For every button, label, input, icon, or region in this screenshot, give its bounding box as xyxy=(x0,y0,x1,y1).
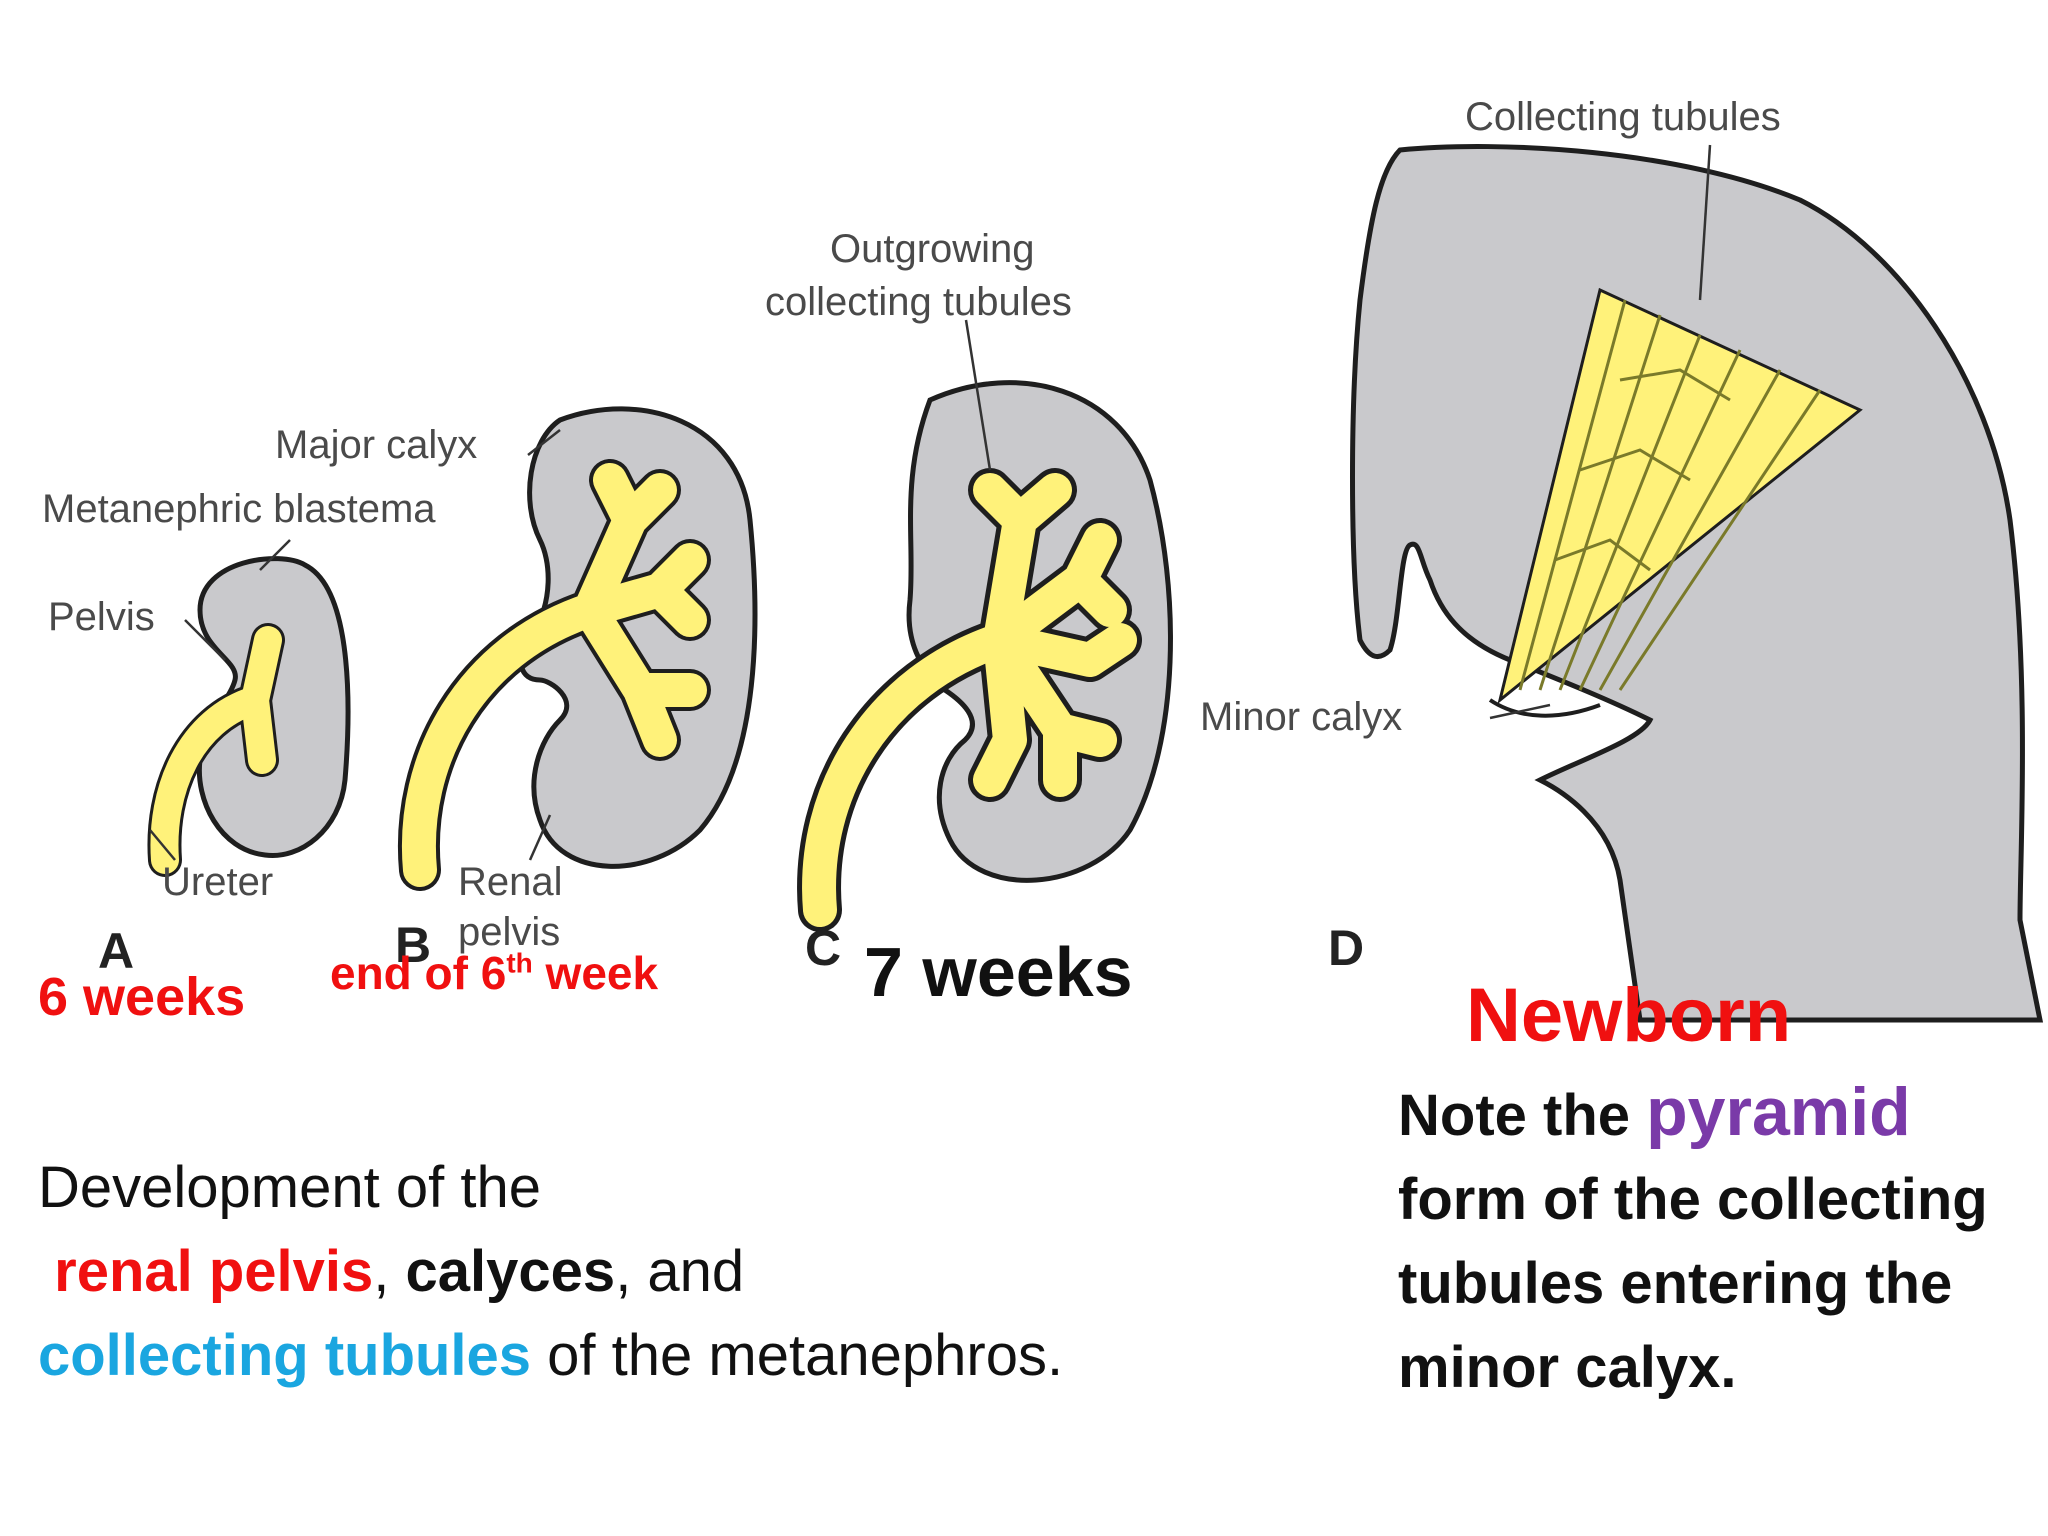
stage-label-7-weeks: 7 weeks xyxy=(864,933,1133,1011)
caption-line-2: renal pelvis, calyces, and xyxy=(38,1230,1063,1314)
caption-renal-pelvis: renal pelvis xyxy=(54,1239,374,1304)
panel-a-kidney xyxy=(147,556,351,877)
caption-tail: of the metanephros. xyxy=(531,1323,1064,1388)
leader-blastema xyxy=(259,539,291,571)
stage-b-text-2: week xyxy=(532,947,659,999)
panel-c-kidney xyxy=(797,380,1173,932)
leader-outgrowing xyxy=(964,319,992,471)
panel-d-kidney-section xyxy=(1350,144,2044,1023)
note-pyramid: pyramid xyxy=(1646,1074,1911,1150)
label-major-calyx: Major calyx xyxy=(275,423,477,467)
caption-sep-1: , xyxy=(373,1239,406,1304)
panel-letter-c: C xyxy=(805,920,841,976)
label-outgrowing: Outgrowing xyxy=(830,227,1035,271)
stage-b-sup: th xyxy=(506,947,533,979)
panel-letter-a: A xyxy=(98,923,134,979)
leader-ureter xyxy=(149,829,176,861)
label-outgrowing-2: collecting tubules xyxy=(765,280,1072,324)
stage-label-6-weeks: 6 weeks xyxy=(38,967,246,1027)
label-renal-pelvis: pelvis xyxy=(458,910,560,954)
stage-label-newborn: Newborn xyxy=(1466,973,1792,1058)
label-collecting-tubules: Collecting tubules xyxy=(1465,95,1781,139)
newborn-note: Note the pyramid form of the collecting … xyxy=(1398,1070,2018,1410)
stage-b-text: end of 6 xyxy=(330,947,507,999)
note-pre: Note the xyxy=(1398,1083,1647,1148)
leader-renal-pelvis xyxy=(528,814,552,861)
leader-pelvis xyxy=(184,619,226,661)
figure-caption: Development of the renal pelvis, calyces… xyxy=(38,1146,1063,1398)
caption-sep-2: , and xyxy=(615,1239,745,1304)
label-pelvis: Pelvis xyxy=(48,595,155,639)
label-minor-calyx: Minor calyx xyxy=(1200,695,1402,739)
panel-b-kidney xyxy=(398,406,758,891)
leader-collecting-tubules xyxy=(1698,144,1712,301)
caption-calyces: calyces xyxy=(405,1239,616,1304)
panel-letter-b: B xyxy=(395,917,431,973)
stage-label-end-of-6th-week: end of 6th week xyxy=(330,946,658,1000)
label-renal: Renal xyxy=(458,860,563,904)
leader-minor-calyx xyxy=(1489,703,1551,720)
label-metanephric-blastema: Metanephric blastema xyxy=(42,487,436,531)
panel-letter-d: D xyxy=(1328,920,1364,976)
label-ureter: Ureter xyxy=(162,860,273,904)
caption-collecting-tubules: collecting tubules xyxy=(38,1323,532,1388)
leader-major-calyx xyxy=(527,429,561,456)
caption-line-1: Development of the xyxy=(38,1155,541,1220)
caption-line-3: collecting tubules of the metanephros. xyxy=(38,1314,1063,1398)
note-post: form of the collecting tubules entering … xyxy=(1398,1167,1988,1400)
